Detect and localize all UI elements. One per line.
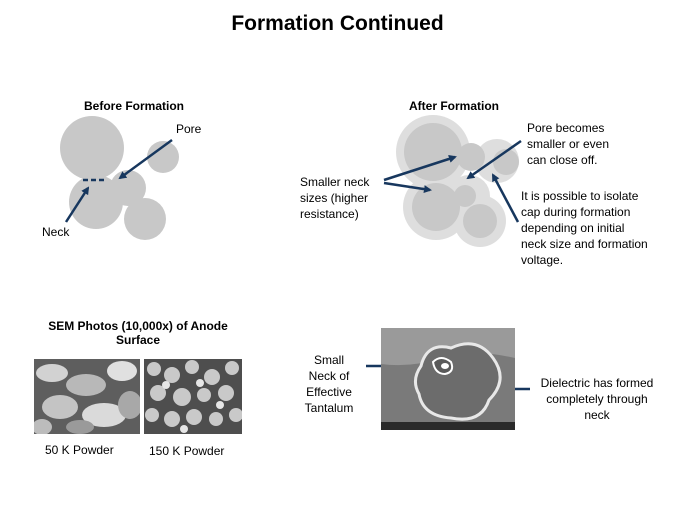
small-neck-label: Small Neck of Effective Tantalum [304,353,354,415]
sem-caption-50k: 50 K Powder [45,443,114,457]
neck-label: Neck [42,225,70,239]
after-particles [396,115,519,247]
particle [124,198,166,240]
page-title: Formation Continued [231,12,444,35]
neck-arrow-lower [383,181,432,194]
neck-micrograph [381,328,515,430]
particle [454,185,476,207]
neck-arrow-upper [383,155,457,182]
sem-photo-50k [34,359,140,434]
before-formation-heading: Before Formation [83,99,184,113]
sem-photos-heading: SEM Photos (10,000x) of Anode Surface [48,319,228,347]
pore-arrow [118,138,173,180]
pore-label: Pore [176,122,202,136]
particle [147,141,179,173]
smaller-neck-label: Smaller neck sizes (higher resistance) [300,175,370,221]
dielectric-label: Dielectric has formed completely through… [540,376,654,422]
sem-photo-150k [144,359,242,434]
particle [463,204,497,238]
particle [404,123,462,181]
particle [457,143,485,171]
neck-arrow [64,186,90,223]
particle [412,183,460,231]
pore-after-arrow [466,139,522,180]
pore-becomes-smaller-label: Pore becomes smaller or even can close o… [527,121,610,167]
particle [60,116,124,180]
isolate-arrow [491,173,520,223]
sem-caption-150k: 150 K Powder [149,444,225,458]
isolate-cap-label: It is possible to isolate cap during for… [521,189,648,267]
after-formation-heading: After Formation [409,99,499,113]
particle [69,175,123,229]
before-particles [60,116,179,240]
